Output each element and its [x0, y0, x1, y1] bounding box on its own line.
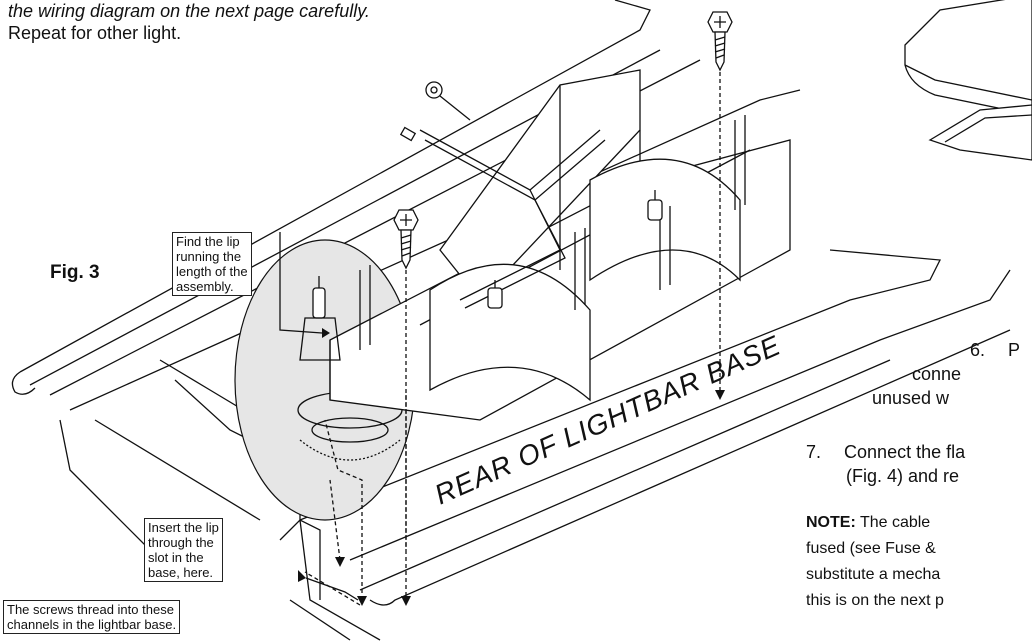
- step-6-line-1: 6. P: [970, 338, 1020, 362]
- step-6-text: P: [1008, 340, 1021, 360]
- note-line-4: this is on the next p: [806, 592, 944, 609]
- callout-line: assembly.: [176, 279, 234, 294]
- note-block: NOTE: The cable fused (see Fuse & substi…: [806, 510, 944, 614]
- note-line-2: fused (see Fuse &: [806, 540, 936, 557]
- step-7-line-2: (Fig. 4) and re: [846, 466, 960, 486]
- callout-line: slot in the: [148, 550, 204, 565]
- ring-terminal-icon: [425, 81, 471, 121]
- step-7-text: Connect the fla: [844, 442, 966, 462]
- halogen-bulb-icon: [299, 190, 663, 361]
- callout-line: channels in the lightbar base.: [7, 617, 177, 632]
- lamp-housing: [329, 69, 791, 421]
- note-line-3: substitute a mecha: [806, 566, 941, 583]
- callout-line: The screws thread into these: [7, 602, 174, 617]
- step-7-number: 7.: [806, 442, 822, 462]
- note-text: The cable: [859, 514, 931, 531]
- note-label: NOTE:: [806, 514, 856, 531]
- callout-line: running the: [176, 249, 242, 264]
- callout-line: length of the: [176, 264, 248, 279]
- intro-line-1: the wiring diagram on the next page care…: [8, 1, 370, 21]
- callout-insert-lip: Insert the lip through the slot in the b…: [144, 518, 223, 582]
- wire-harness: [399, 126, 606, 309]
- step-6-line-2: conne: [912, 364, 962, 384]
- note-line-1: NOTE: The cable: [806, 510, 944, 536]
- lightbar-dome: [904, 0, 1032, 161]
- screw-icon: [707, 11, 733, 72]
- step-6-number: 6.: [970, 340, 986, 360]
- callout-line: Find the lip: [176, 234, 240, 249]
- callout-find-lip: Find the lip running the length of the a…: [172, 232, 252, 296]
- intro-line-2: Repeat for other light.: [8, 23, 182, 43]
- callout-line: through the: [148, 535, 214, 550]
- intro-text: the wiring diagram on the next page care…: [8, 0, 370, 44]
- callout-line: Insert the lip: [148, 520, 219, 535]
- lightbar-base: [11, 0, 1011, 641]
- step-7-line-1: 7. Connect the fla: [806, 440, 965, 464]
- callout-line: base, here.: [148, 565, 214, 580]
- screw-icon: [393, 209, 419, 270]
- step-6-line-3: unused w: [872, 388, 950, 408]
- callout-screws: The screws thread into these channels in…: [3, 600, 181, 634]
- figure-label: Fig. 3: [50, 262, 100, 283]
